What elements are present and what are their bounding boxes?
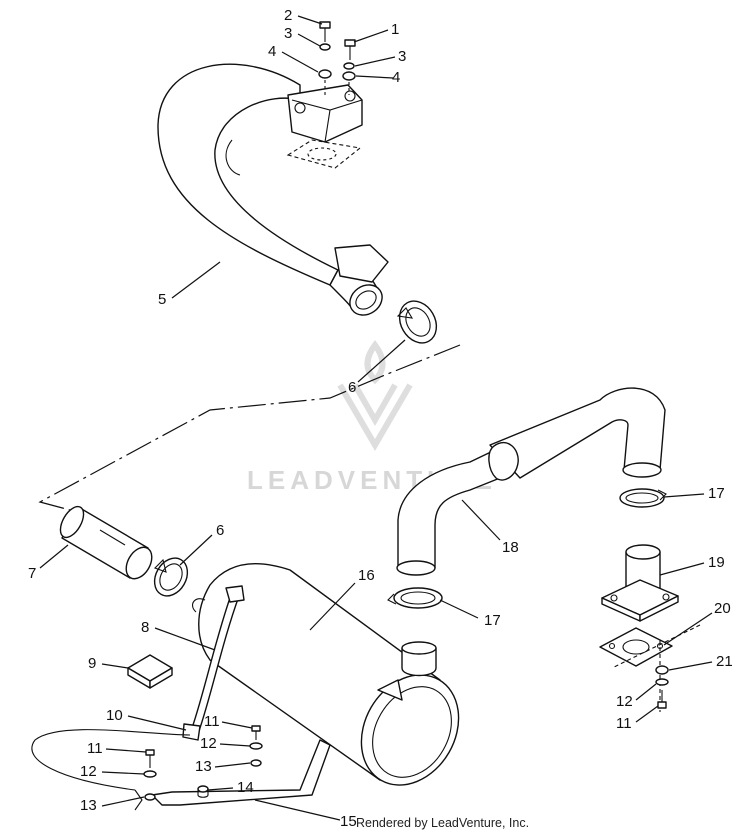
muffler — [192, 563, 460, 786]
callout-flange-adapter: 19 — [708, 554, 725, 571]
callout-tailpipe: 18 — [502, 539, 519, 556]
flange-adapter — [601, 544, 679, 622]
lockwasher-right — [250, 759, 262, 767]
callout-bolt-left: 11 — [87, 740, 103, 757]
right-fasteners — [249, 725, 263, 767]
exhaust-pipe — [157, 63, 389, 316]
leader-lines — [39, 15, 713, 821]
bracket — [31, 729, 331, 811]
flange-bolt — [657, 690, 667, 709]
callout-top-bolt-b: 1 — [391, 21, 399, 38]
washer-right — [249, 742, 263, 750]
top-fasteners — [318, 21, 356, 95]
lockwasher-left — [144, 793, 156, 801]
callout-lockwasher-right: 13 — [195, 758, 212, 775]
callout-bracket: 15 — [340, 813, 357, 830]
tailpipe — [396, 387, 666, 576]
clamp-tail-upper — [619, 488, 667, 508]
coupler-sleeve — [59, 505, 153, 580]
washer-left — [143, 770, 157, 778]
flange-fasteners — [611, 624, 701, 712]
bolt-right — [251, 725, 261, 740]
callout-clamp-upper: 6 — [348, 379, 356, 396]
routing-line — [38, 344, 461, 511]
leadventure-logo-icon — [337, 339, 413, 451]
callout-top-washer-a: 3 — [284, 25, 292, 42]
callout-nut: 21 — [716, 653, 733, 670]
callout-flange-bolt: 11 — [616, 715, 632, 732]
top-bolt-a — [319, 21, 331, 42]
callout-clamp-tail-lower: 17 — [484, 612, 501, 629]
clamp-lower — [153, 557, 189, 597]
muffler-strap — [182, 585, 245, 741]
top-washer-a — [319, 43, 331, 51]
grommet — [197, 785, 209, 798]
top-bolt-b — [344, 39, 356, 60]
left-fasteners — [143, 749, 157, 801]
callout-strap-end: 10 — [106, 707, 123, 724]
callout-muffler: 16 — [358, 567, 375, 584]
callout-top-washer-b: 3 — [398, 48, 406, 65]
bolt-left — [145, 749, 155, 768]
clamp-tail-lower — [387, 587, 443, 609]
callout-top-lockwasher-b: 4 — [392, 69, 400, 86]
render-credit: Rendered by LeadVenture, Inc. — [356, 816, 529, 830]
callout-washer-right: 12 — [200, 735, 217, 752]
callout-flange-washer: 12 — [616, 693, 633, 710]
top-lockwasher-a — [318, 69, 332, 79]
clamp-upper — [396, 300, 438, 344]
nut — [655, 665, 669, 675]
callout-coupler-sleeve: 7 — [28, 565, 36, 582]
callout-gasket: 20 — [714, 600, 731, 617]
callout-clamp-tail-upper: 17 — [708, 485, 725, 502]
exhaust-flange — [286, 84, 363, 169]
callout-top-lockwasher-a: 4 — [268, 43, 276, 60]
callout-clamp-lower: 6 — [216, 522, 224, 539]
flange-washer — [655, 678, 669, 686]
callout-exhaust-pipe: 5 — [158, 291, 166, 308]
callout-bolt-right: 11 — [204, 713, 220, 730]
top-lockwasher-b — [342, 71, 356, 81]
callout-washer-left: 12 — [80, 763, 97, 780]
gasket — [599, 627, 673, 667]
callout-lockwasher-left: 13 — [80, 797, 97, 814]
callout-top-bolt-a: 2 — [284, 7, 292, 24]
callout-strap: 8 — [141, 619, 149, 636]
pad — [127, 654, 173, 689]
callout-pad: 9 — [88, 655, 96, 672]
callout-grommet: 14 — [237, 779, 254, 796]
top-washer-b — [343, 62, 355, 70]
callout-labels: 2 3 4 1 3 4 5 6 7 6 8 9 10 11 12 13 11 1… — [28, 7, 733, 830]
